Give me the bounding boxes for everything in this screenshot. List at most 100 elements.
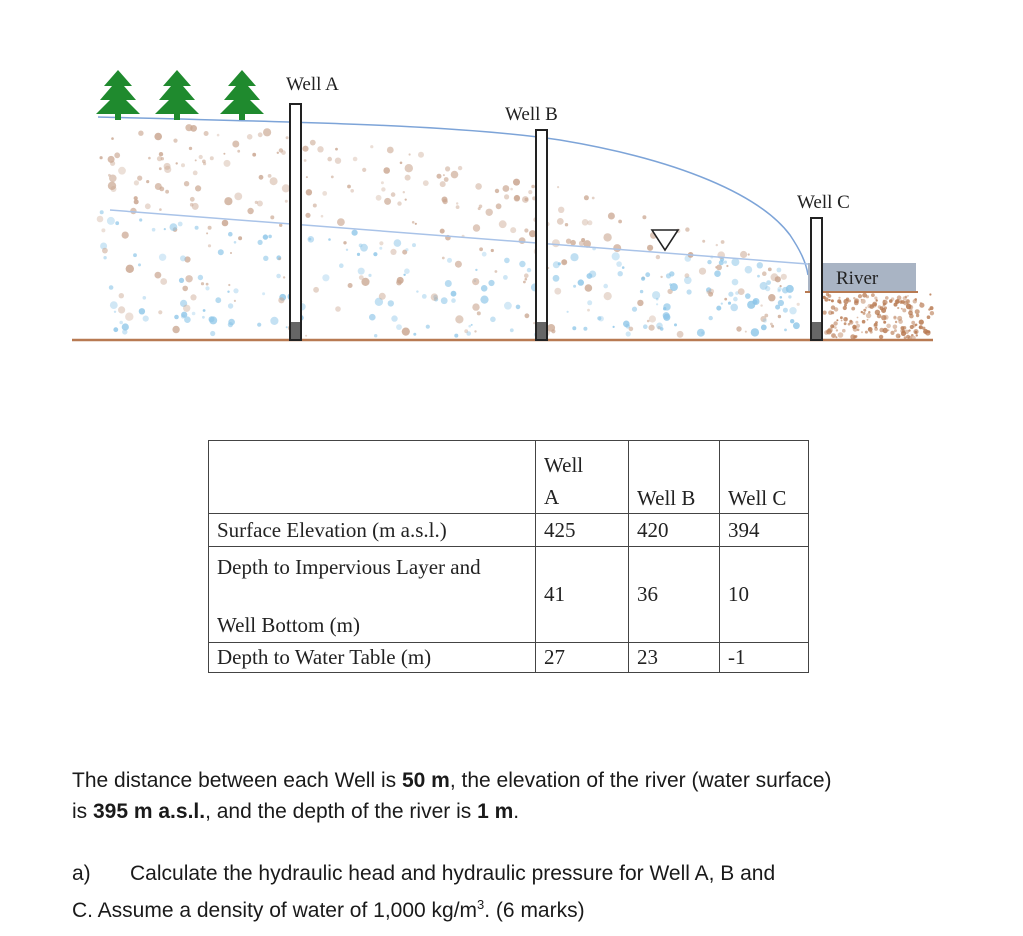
soil-speck (702, 239, 706, 243)
riverbank-speck (849, 320, 854, 325)
soil-speck (416, 290, 419, 293)
soil-speck (96, 215, 104, 223)
table-header-well-c: Well C (719, 440, 809, 514)
soil-speck (445, 166, 451, 172)
soil-speck (362, 167, 367, 172)
soil-speck (472, 278, 480, 286)
soil-speck (450, 290, 457, 297)
soil-speck (386, 146, 394, 154)
soil-speck (513, 178, 520, 186)
soil-speck (490, 316, 496, 323)
soil-texture (96, 124, 935, 341)
soil-speck (444, 280, 452, 287)
soil-speck (715, 243, 718, 247)
row-value-a: 27 (535, 642, 629, 673)
soil-speck (191, 311, 196, 316)
soil-speck (613, 244, 622, 253)
riverbank-speck (895, 299, 900, 304)
soil-speck (268, 234, 272, 239)
riverbank-speck (875, 321, 878, 324)
soil-speck (383, 167, 391, 174)
soil-speck (160, 278, 168, 285)
soil-speck (776, 267, 782, 273)
riverbank-speck (827, 294, 832, 298)
soil-speck (628, 326, 634, 332)
soil-speck (631, 306, 638, 312)
soil-speck (347, 283, 353, 288)
soil-speck (347, 184, 351, 189)
soil-speck (368, 273, 372, 277)
soil-speck (475, 183, 482, 190)
soil-speck (439, 228, 445, 234)
soil-speck (133, 180, 139, 186)
soil-speck (133, 196, 138, 201)
riverbank-speck (882, 299, 886, 302)
soil-speck (185, 275, 193, 283)
soil-speck (320, 214, 324, 218)
soil-speck (756, 262, 763, 269)
soil-speck (447, 257, 452, 263)
soil-speck (531, 184, 535, 189)
riverbank-speck (834, 326, 837, 329)
statement-text: is (72, 800, 93, 823)
soil-speck (317, 146, 324, 153)
soil-speck (472, 224, 481, 232)
soil-speck (257, 322, 262, 327)
soil-speck (411, 221, 415, 224)
soil-speck (151, 227, 156, 232)
riverbank-speck (902, 308, 907, 313)
table-header-well-a: Well A (535, 440, 629, 514)
soil-speck (573, 284, 577, 288)
soil-speck (788, 295, 792, 299)
soil-speck (190, 294, 197, 301)
soil-speck (565, 238, 572, 244)
soil-speck (312, 203, 317, 208)
well-c-label: Well C (797, 192, 850, 213)
well-b-label: Well B (505, 104, 558, 125)
water-table-line (109, 209, 809, 265)
soil-speck (504, 194, 510, 200)
riverbank-speck (883, 320, 887, 324)
soil-speck (276, 273, 281, 279)
soil-speck (110, 160, 116, 166)
soil-speck (352, 156, 358, 162)
riverbank-speck (897, 315, 903, 321)
soil-speck (113, 310, 117, 313)
soil-speck (441, 256, 445, 260)
soil-speck (706, 290, 710, 294)
soil-speck (119, 320, 123, 325)
riverbank-speck (862, 311, 866, 315)
riverbank-speck (860, 310, 863, 314)
riverbank-speck (885, 296, 889, 300)
riverbank-speck (874, 309, 881, 315)
riverbank-speck (886, 323, 891, 329)
soil-speck (552, 261, 560, 269)
soil-speck (223, 152, 226, 155)
soil-speck (777, 299, 785, 307)
soil-speck (665, 273, 672, 279)
soil-speck (472, 303, 480, 311)
soil-speck (305, 334, 308, 337)
soil-speck (390, 248, 397, 255)
soil-speck (707, 259, 712, 265)
soil-speck (404, 198, 407, 201)
soil-speck (345, 248, 349, 251)
soil-speck (118, 306, 126, 314)
soil-speck (232, 140, 240, 148)
soil-speck (443, 177, 449, 182)
riverbank-speck (911, 320, 916, 325)
soil-speck (233, 299, 236, 302)
riverbank-speck (862, 292, 867, 298)
soil-speck (305, 212, 311, 218)
soil-speck (558, 206, 565, 213)
distance-value: 50 m (401, 769, 450, 792)
soil-speck (257, 239, 263, 245)
soil-speck (302, 145, 309, 152)
riverbank-speck (887, 329, 890, 332)
soil-speck (731, 278, 739, 286)
soil-speck (480, 285, 488, 292)
soil-speck (789, 307, 797, 315)
soil-speck (125, 312, 134, 321)
soil-speck (178, 277, 185, 283)
riverbank-speck (875, 326, 877, 329)
